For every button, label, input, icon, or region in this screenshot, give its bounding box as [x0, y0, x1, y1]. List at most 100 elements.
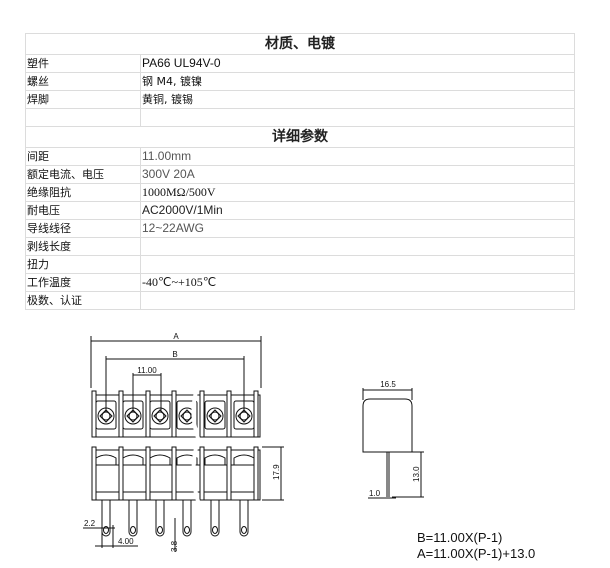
pin-tip-label: 3.8	[170, 540, 179, 552]
barrier	[171, 390, 177, 438]
terminal-cavity	[233, 400, 255, 430]
barrier	[171, 446, 177, 501]
barrier	[253, 446, 259, 501]
dimension-b: B	[105, 350, 245, 412]
row-label	[25, 108, 141, 127]
barrier	[145, 446, 151, 501]
dimension-hole: 2.2 4.00	[83, 519, 138, 548]
row-label: 扭力	[25, 255, 141, 274]
break-mark	[191, 391, 200, 439]
clamp	[122, 454, 144, 465]
screw-center	[239, 411, 249, 421]
dim-b-label: B	[172, 350, 177, 359]
pin	[155, 500, 165, 537]
table-row: 螺丝钢 M4, 镀镍	[25, 72, 575, 91]
pin-hole	[241, 526, 247, 534]
formula-a: A=11.00X(P-1)+13.0	[417, 546, 536, 561]
row-value	[140, 108, 575, 127]
terminal-cavity	[122, 400, 144, 430]
table-row: 扭力	[25, 255, 575, 274]
offset-label: 4.00	[118, 537, 134, 546]
terminal-cavity	[95, 400, 117, 430]
row-value: 黄铜, 镀锡	[140, 90, 575, 109]
row-value: 11.00mm	[140, 147, 575, 166]
clamp	[149, 454, 171, 465]
screw-center	[155, 411, 165, 421]
row-value: 300V 20A	[140, 165, 575, 184]
row-value: 12~22AWG	[140, 219, 575, 238]
barrier	[199, 446, 205, 501]
screw-center	[101, 411, 111, 421]
row-value: PA66 UL94V-0	[140, 54, 575, 73]
pin-hole	[212, 526, 218, 534]
screw-center	[182, 411, 192, 421]
screw-slot	[126, 409, 140, 423]
screw-center	[128, 411, 138, 421]
table-row: 焊脚黄铜, 镀锡	[25, 90, 575, 109]
barrier	[145, 390, 151, 438]
break-mark	[191, 447, 200, 502]
table-row	[25, 108, 575, 127]
terminal-block-drawing: A B 11.00 17.9 2.2 4.00 3.8 16.5	[83, 332, 424, 552]
row-value: AC2000V/1Min	[140, 201, 575, 220]
barrier	[91, 390, 97, 438]
pin-hole	[130, 526, 136, 534]
pitch-label: 11.00	[137, 366, 157, 375]
row-label: 耐电压	[25, 201, 141, 220]
pin-length-label: 13.0	[412, 466, 421, 482]
dimension-height: 17.9	[262, 446, 284, 501]
row-label: 螺丝	[25, 72, 141, 91]
screw-icon	[206, 407, 224, 425]
barrier	[118, 390, 124, 438]
top-view	[91, 390, 261, 439]
table-row: 工作温度-40℃~+105℃	[25, 273, 575, 292]
table-row: 极数、认证	[25, 291, 575, 310]
dimension-a: A	[90, 332, 262, 388]
pin	[128, 500, 138, 537]
screw-center	[210, 411, 220, 421]
row-value: 钢 M4, 镀镍	[140, 72, 575, 91]
height-label: 17.9	[272, 464, 281, 480]
width-label: 16.5	[380, 380, 396, 389]
screw-slot	[208, 409, 222, 423]
row-label: 焊脚	[25, 90, 141, 109]
row-label: 额定电流、电压	[25, 165, 141, 184]
side-view: 16.5 13.0 1.0	[362, 380, 424, 499]
row-label: 导线线径	[25, 219, 141, 238]
pin-thickness-label: 1.0	[369, 489, 381, 498]
screw-icon	[151, 407, 169, 425]
barrier	[91, 446, 97, 501]
screw-icon	[97, 407, 115, 425]
screw-icon	[235, 407, 253, 425]
front-view	[91, 446, 261, 537]
dimension-pin-tip: 3.8	[170, 518, 179, 552]
row-label: 间距	[25, 147, 141, 166]
dim-a-label: A	[173, 332, 179, 341]
table-row: 剥线长度	[25, 237, 575, 256]
barrier	[118, 446, 124, 501]
row-label: 工作温度	[25, 273, 141, 292]
formula-b: B=11.00X(P-1)	[417, 530, 503, 545]
pin	[239, 500, 249, 537]
row-label: 剥线长度	[25, 237, 141, 256]
materials-title: 材质、电镀	[25, 33, 575, 55]
row-value	[140, 291, 575, 310]
screw-slot	[237, 409, 251, 423]
pin	[182, 500, 192, 537]
row-value	[140, 237, 575, 256]
row-value: 1000MΩ/500V	[140, 183, 575, 202]
terminal-cavity	[204, 400, 226, 430]
row-value: -40℃~+105℃	[140, 273, 575, 292]
barrier	[253, 390, 259, 438]
pin-hole	[184, 526, 190, 534]
pin-hole	[103, 526, 109, 534]
clamp	[204, 454, 226, 465]
dimension-pitch: 11.00	[132, 366, 162, 412]
screw-slot	[153, 409, 167, 423]
